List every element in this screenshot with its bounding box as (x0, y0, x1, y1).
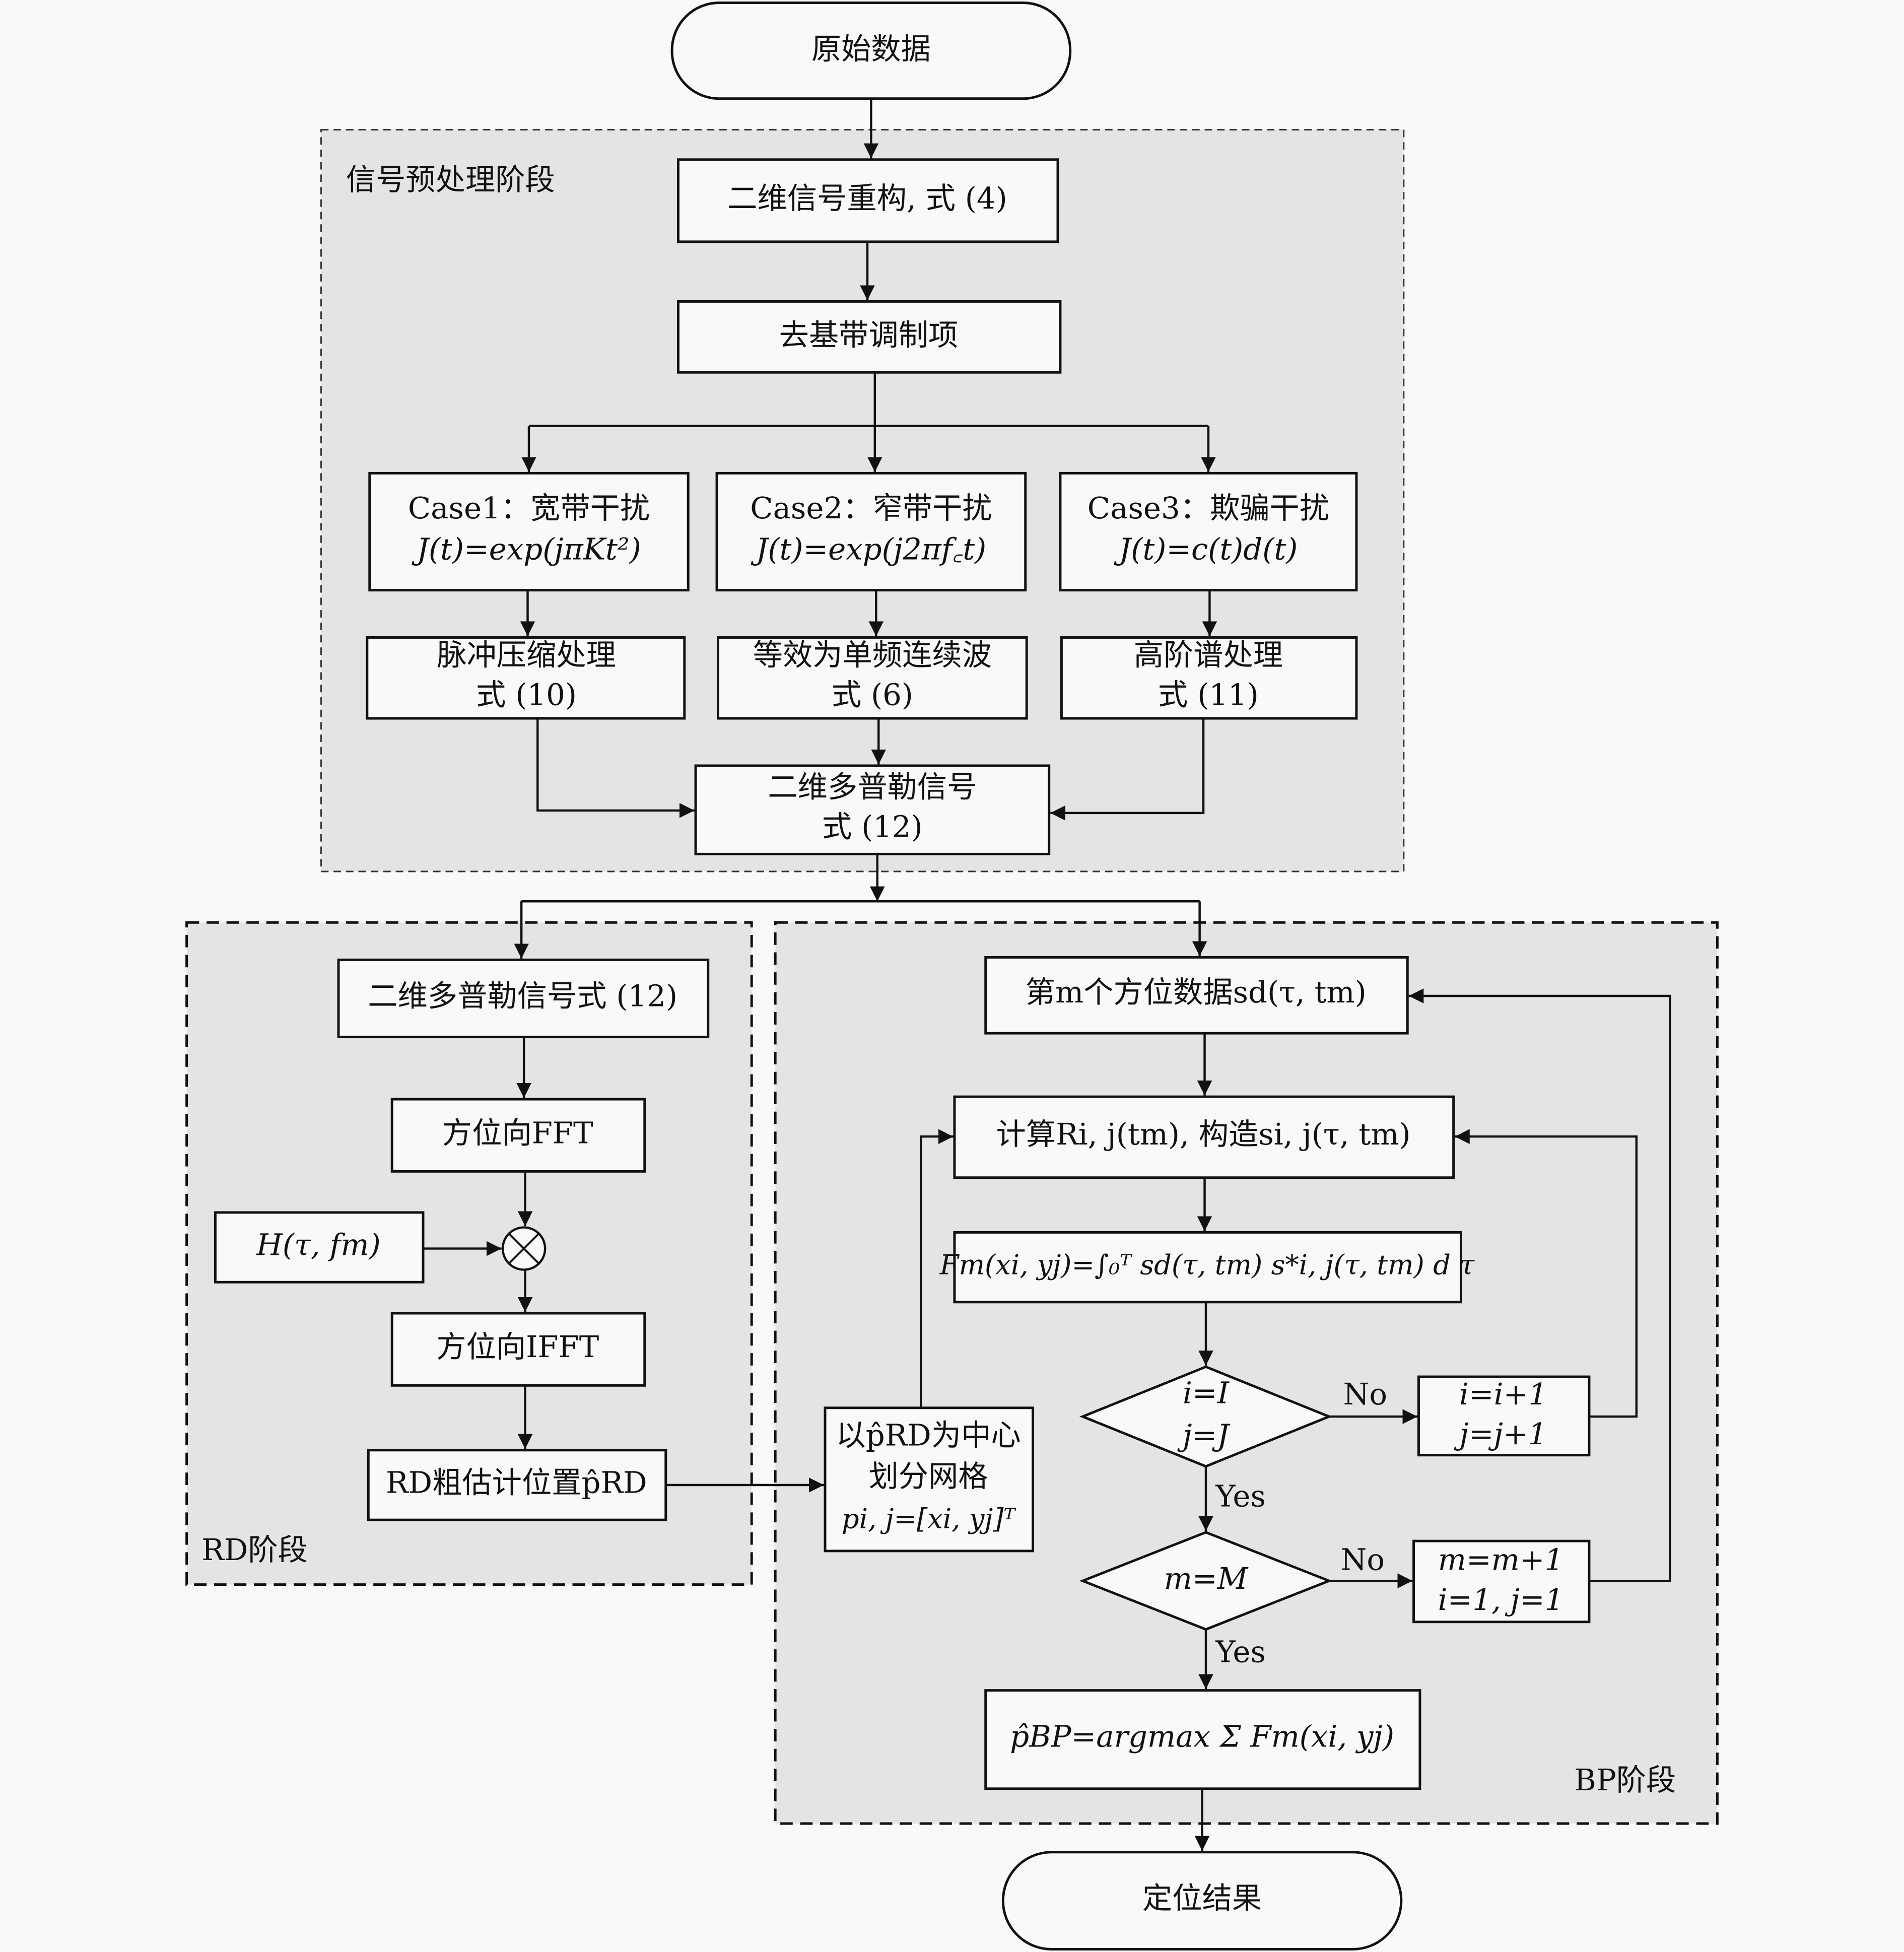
case1-formula: J(t)=exp(jπKt²) (412, 532, 641, 567)
inc-m-line1: m=m+1 (1438, 1542, 1564, 1577)
no-label-1: No (1343, 1377, 1387, 1411)
edge-pulse-doppler (536, 718, 695, 818)
case3-group: Case3：欺骗干扰 J(t)=c(t)d(t) 高阶谱处理 式 (11) (1059, 472, 1358, 720)
inc-ij-line2: j=j+1 (1454, 1417, 1547, 1451)
single-freq-line1: 等效为单频连续波 (753, 638, 992, 672)
edge-inc-ij-loop (1455, 1129, 1638, 1418)
fft-box (390, 1098, 646, 1173)
decision-ij-line1: i=I (1183, 1376, 1230, 1410)
case2-box (715, 472, 1027, 592)
ifft-box (390, 1312, 646, 1387)
rd-doppler-label: 二维多普勒信号式 (12) (368, 979, 677, 1014)
multiply-node (501, 1226, 547, 1271)
inc-m-line2: i=1, j=1 (1438, 1582, 1564, 1617)
reconstruct-box (677, 158, 1059, 243)
pulse-compression-line2: 式 (10) (476, 678, 577, 712)
inc-m-box (1412, 1539, 1591, 1624)
grid-line3: pi, j=[xi, yj]ᵀ (842, 1503, 1016, 1535)
start-label: 原始数据 (811, 31, 931, 66)
rd-doppler-box (337, 958, 710, 1039)
case1-group: Case1：宽带干扰 J(t)=exp(jπKt²) 脉冲压缩处理 式 (10) (366, 472, 690, 720)
pulse-compression-box (366, 636, 686, 720)
edge-grid-compute (920, 1129, 954, 1408)
filter-box (214, 1211, 425, 1284)
grid-line1: 以p̂RD为中心 (836, 1418, 1021, 1453)
azimuth-data-label: 第m个方位数据sd(τ, tm) (1026, 975, 1367, 1009)
filter-label: H(τ, fm) (256, 1228, 381, 1262)
end-terminal (1001, 1851, 1403, 1950)
higher-order-spectrum-line2: 式 (11) (1158, 678, 1259, 712)
higher-order-spectrum-box (1060, 636, 1358, 720)
compute-box (953, 1095, 1455, 1179)
case3-title: Case3：欺骗干扰 (1087, 491, 1329, 525)
argmax-box (984, 1689, 1421, 1790)
case2-title: Case2：窄带干扰 (750, 491, 992, 525)
preprocess-region-label: 信号预处理阶段 (346, 162, 555, 197)
edge-hos-doppler (1050, 718, 1205, 821)
edges (423, 98, 1671, 1851)
no-label-2: No (1341, 1542, 1385, 1577)
decision-m-label: m=M (1164, 1561, 1249, 1596)
pulse-compression-line1: 脉冲压缩处理 (437, 638, 616, 672)
rd-region-label: RD阶段 (201, 1532, 308, 1567)
azimuth-data-box (984, 956, 1409, 1035)
ifft-label: 方位向IFFT (436, 1329, 599, 1364)
case2-group: Case2：窄带干扰 J(t)=exp(j2πf꜀t) 等效为单频连续波 式 (… (715, 472, 1028, 720)
argmax-label: p̂BP=argmax Σ Fm(xi, yj) (1010, 1719, 1394, 1754)
case2-formula: J(t)=exp(j2πf꜀t) (751, 532, 987, 567)
case1-box (368, 472, 690, 592)
remove-baseband-box (677, 300, 1062, 374)
integral-label: Fm(xi, yj)=∫₀ᵀ sd(τ, tm) s*i, j(τ, tm) d… (939, 1249, 1475, 1281)
doppler-signal-line1: 二维多普勒信号 (768, 769, 977, 804)
inc-ij-line1: i=i+1 (1459, 1377, 1547, 1411)
compute-label: 计算Ri, j(tm), 构造si, j(τ, tm) (996, 1117, 1411, 1152)
yes-label-1: Yes (1215, 1479, 1266, 1514)
end-label: 定位结果 (1142, 1881, 1262, 1916)
case3-formula: J(t)=c(t)d(t) (1114, 532, 1298, 567)
remove-baseband-label: 去基带调制项 (779, 318, 959, 353)
edge-inc-m-loop (1408, 988, 1671, 1582)
rd-estimate-label: RD粗估计位置p̂RD (386, 1465, 647, 1500)
bp-region-label: BP阶段 (1574, 1763, 1676, 1797)
integral-box (953, 1231, 1462, 1304)
higher-order-spectrum-line1: 高阶谱处理 (1134, 638, 1283, 672)
doppler-signal-line2: 式 (12) (822, 810, 923, 844)
inc-ij-box (1417, 1375, 1591, 1457)
bp-region (774, 921, 1719, 1825)
single-freq-box (717, 636, 1028, 720)
case1-title: Case1：宽带干扰 (408, 491, 650, 525)
grid-box (824, 1406, 1035, 1553)
grid-line2: 划分网格 (868, 1459, 988, 1494)
case3-box (1059, 472, 1358, 592)
yes-label-2: Yes (1215, 1635, 1266, 1669)
fft-label: 方位向FFT (442, 1115, 593, 1150)
single-freq-line2: 式 (6) (832, 678, 913, 712)
doppler-signal-box (694, 764, 1051, 855)
decision-ij-line2: j=J (1177, 1418, 1231, 1453)
reconstruct-label: 二维信号重构, 式 (4) (727, 181, 1007, 216)
